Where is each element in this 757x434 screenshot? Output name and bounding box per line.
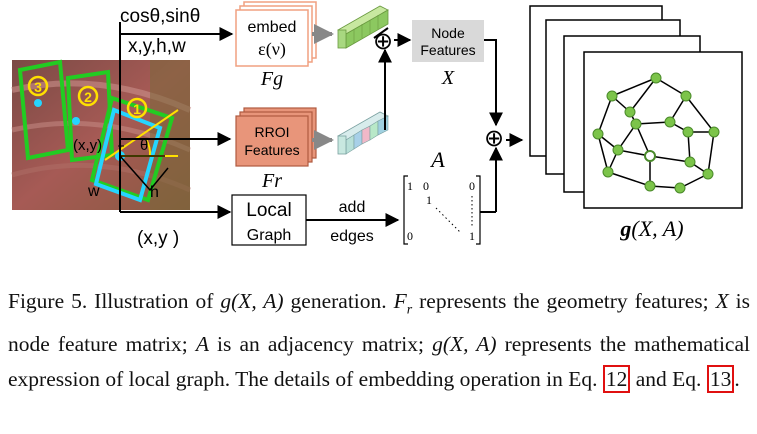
label-xyhw: x,y,h,w xyxy=(128,36,186,57)
label-xy-bottom: (x,y ) xyxy=(137,228,179,249)
svg-text:embed: embed xyxy=(248,19,297,36)
label-add: add xyxy=(339,199,366,216)
circled-number-3: 3 xyxy=(27,75,49,97)
label-a-matrix: A xyxy=(429,147,445,172)
adjacency-matrix: 1 0 0 1 0 1 xyxy=(403,175,481,245)
label-theta: θ xyxy=(140,137,148,154)
label-fr: Fr xyxy=(261,170,282,192)
svg-text:0: 0 xyxy=(469,179,475,193)
svg-text:Features: Features xyxy=(244,142,299,158)
concat-plus-icon: ⊕ xyxy=(373,29,393,55)
node-features-box: Node Features xyxy=(412,20,484,62)
svg-text:RROI: RROI xyxy=(255,124,290,140)
circled-number-1: 1 xyxy=(126,97,148,119)
label-edges: edges xyxy=(330,228,374,245)
svg-text:3: 3 xyxy=(34,79,42,95)
label-cos-sin: cosθ,sinθ xyxy=(120,6,200,27)
circled-number-2: 2 xyxy=(77,85,99,107)
rroi-features-box: RROI Features xyxy=(235,107,317,167)
label-w: w xyxy=(87,183,100,200)
label-fg: Fg xyxy=(260,68,283,90)
svg-text:2: 2 xyxy=(84,89,92,105)
svg-text:1: 1 xyxy=(407,179,413,193)
svg-text:1: 1 xyxy=(426,193,432,207)
svg-text:Node: Node xyxy=(431,25,465,41)
scene-photo xyxy=(11,59,192,210)
graph-nodes xyxy=(592,72,720,194)
svg-text:1: 1 xyxy=(469,229,475,243)
rroi-feature-bar xyxy=(337,111,389,155)
label-g-xa: g(X, A) xyxy=(619,216,683,241)
svg-text:Features: Features xyxy=(420,42,475,58)
embed-box: embed ε(ν) xyxy=(235,1,317,67)
svg-text:Graph: Graph xyxy=(247,227,291,244)
svg-text:ε(ν): ε(ν) xyxy=(258,39,286,60)
label-h: h xyxy=(150,184,159,201)
eq-13-link[interactable]: 13 xyxy=(706,365,735,394)
svg-text:0: 0 xyxy=(423,179,429,193)
figure-caption: Figure 5. Illustration of g(X, A) genera… xyxy=(8,289,751,394)
eq-12-link[interactable]: 12 xyxy=(602,365,631,394)
label-x-matrix: X xyxy=(441,67,455,89)
figure-5-diagram: 3 2 1 (x,y) θ h w cosθ,sinθ x,y,h,w (x,y… xyxy=(11,1,743,249)
local-graph-box: Local Graph xyxy=(231,194,307,246)
label-xy-point: (x,y) xyxy=(73,137,102,154)
svg-text:0: 0 xyxy=(407,229,413,243)
svg-text:Local: Local xyxy=(246,200,291,221)
local-graph-stack xyxy=(529,5,743,209)
combine-plus-icon: ⊕ xyxy=(484,126,504,152)
svg-text:1: 1 xyxy=(133,101,141,117)
embedding-feature-bar xyxy=(337,5,389,49)
